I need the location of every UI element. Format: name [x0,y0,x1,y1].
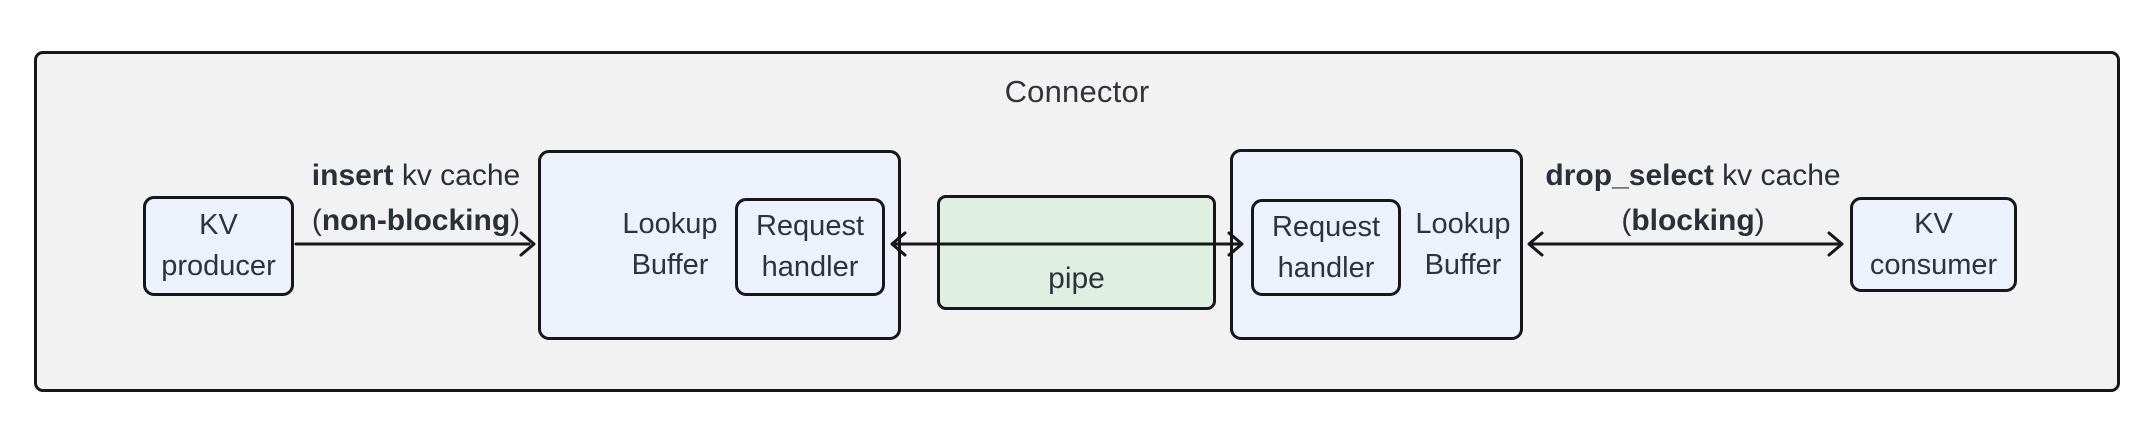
request-handler-left-label-line1: Request [755,210,864,242]
lookup-buffer-right-label: Lookup Buffer [1415,204,1510,286]
kv-consumer-node: KV consumer [1850,197,2017,292]
request-handler-right-node: Request handler [1251,199,1401,296]
lookup-buffer-left-node: Lookup Buffer Request handler [538,150,901,340]
drop-select-edge-label-line2: (blocking) [1621,204,1765,237]
kv-producer-label-line1: KV [199,209,238,241]
request-handler-left-label-line2: handler [761,251,859,283]
kv-consumer-label-line2: consumer [1869,248,1998,281]
lookup-buffer-left-label-line2: Buffer [631,249,709,281]
drop-select-edge-label-line1: drop_select kv cache [1545,159,1841,192]
lookup-buffer-right-node: Request handler Lookup Buffer [1230,149,1523,340]
lookup-buffer-left-label-line1: Lookup [622,208,718,240]
lookup-buffer-right-label-line2: Buffer [1424,248,1502,281]
lookup-buffer-left-label: Lookup Buffer [622,204,717,286]
kv-consumer-label-line1: KV [1914,207,1953,240]
request-handler-right-label-line1: Request [1271,210,1380,243]
pipe-label: pipe [1048,262,1105,295]
kv-producer-node: KV producer [143,196,294,296]
connector-title: Connector [1004,74,1150,109]
insert-edge-label: insert kv cache (non-blocking) [312,153,520,243]
pipe-node: pipe [937,195,1216,310]
lookup-buffer-right-label-line1: Lookup [1415,207,1511,240]
drop-select-edge-label: drop_select kv cache (blocking) [1545,153,1840,243]
insert-edge-label-line2: (non-blocking) [311,204,521,237]
request-handler-left-node: Request handler [735,198,885,296]
kv-producer-label-line2: producer [161,250,276,282]
insert-edge-label-line1: insert kv cache [311,159,521,192]
request-handler-right-label-line2: handler [1277,251,1375,284]
